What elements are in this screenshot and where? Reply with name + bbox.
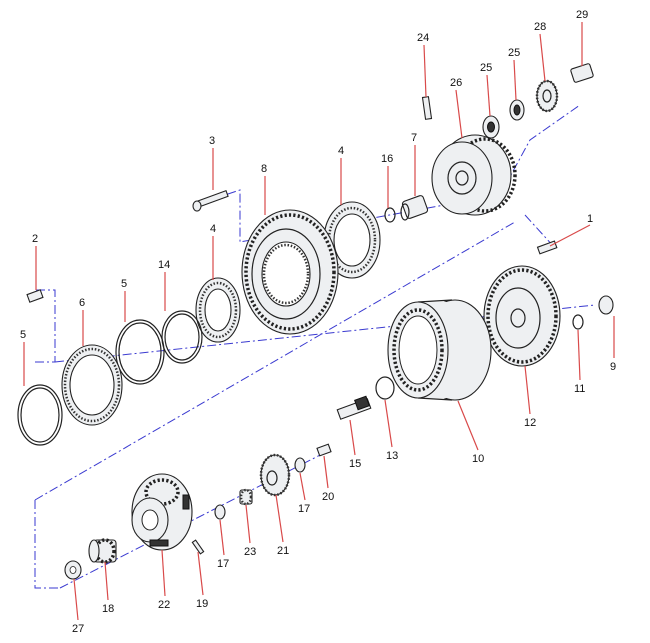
callout-10: 10 bbox=[472, 453, 484, 465]
callout-5-left: 5 bbox=[20, 329, 26, 341]
part-2-screw bbox=[26, 289, 44, 303]
callout-29: 29 bbox=[576, 9, 588, 21]
callout-12: 12 bbox=[524, 417, 536, 429]
part-22-planet-carrier bbox=[131, 473, 193, 551]
leader-lines bbox=[23, 22, 615, 621]
callout-labels: 1 2 3 4 4 5 5 6 7 8 9 10 11 12 13 14 15 … bbox=[20, 9, 616, 635]
part-4-bearing-lower bbox=[195, 277, 241, 343]
callout-24: 24 bbox=[417, 32, 429, 44]
callout-22: 22 bbox=[158, 599, 170, 611]
callout-18: 18 bbox=[102, 603, 114, 615]
part-27-thrust-washer bbox=[64, 560, 82, 580]
part-1-shoulder-bolt bbox=[536, 240, 558, 255]
part-18-sun-gear bbox=[88, 538, 117, 564]
callout-17-left: 17 bbox=[217, 558, 229, 570]
part-5-seal-ring-middle bbox=[115, 319, 165, 385]
part-17-washer-left bbox=[214, 504, 226, 520]
part-25-bearing-b bbox=[482, 115, 500, 139]
part-9-cap bbox=[598, 295, 614, 315]
part-17-washer-right bbox=[294, 457, 306, 473]
callout-6: 6 bbox=[79, 297, 85, 309]
part-16-snap-ring bbox=[384, 207, 396, 223]
part-19-pin bbox=[191, 539, 205, 555]
callout-25-right: 25 bbox=[508, 47, 520, 59]
part-7-bushing bbox=[400, 195, 429, 221]
callout-25-left: 25 bbox=[480, 62, 492, 74]
part-13-o-ring bbox=[375, 376, 395, 400]
part-3-bolt bbox=[192, 190, 229, 212]
part-25-bearing-a bbox=[509, 99, 525, 121]
callout-28: 28 bbox=[534, 21, 546, 33]
part-14-o-ring bbox=[161, 310, 203, 364]
callout-11: 11 bbox=[574, 383, 585, 395]
callout-16: 16 bbox=[381, 153, 393, 165]
callout-14: 14 bbox=[158, 259, 170, 271]
part-10-ring-gear-housing bbox=[387, 299, 492, 401]
callout-17-right: 17 bbox=[298, 503, 310, 515]
part-4-bearing-upper bbox=[323, 201, 381, 279]
part-5-seal-ring-left bbox=[17, 384, 63, 446]
callout-13: 13 bbox=[386, 450, 398, 462]
callout-5-middle: 5 bbox=[121, 278, 127, 290]
part-6-flange bbox=[61, 344, 123, 426]
callout-4-lower: 4 bbox=[210, 223, 216, 235]
part-15-shaft bbox=[336, 395, 372, 420]
callout-27: 27 bbox=[72, 623, 84, 635]
part-28-gear bbox=[535, 79, 559, 113]
callout-21: 21 bbox=[277, 545, 289, 557]
part-21-planet-gear bbox=[259, 453, 291, 497]
callout-2: 2 bbox=[32, 233, 38, 245]
callout-8: 8 bbox=[261, 163, 267, 175]
part-29-sleeve bbox=[570, 63, 594, 83]
part-11-ring bbox=[572, 314, 584, 330]
callout-7: 7 bbox=[411, 132, 417, 144]
part-8-ring-gear bbox=[241, 209, 339, 335]
callout-20: 20 bbox=[322, 491, 334, 503]
callout-19: 19 bbox=[196, 598, 208, 610]
callout-15: 15 bbox=[349, 458, 361, 470]
part-23-needle-bearing bbox=[239, 488, 253, 506]
part-20-pin bbox=[316, 443, 332, 457]
callout-23: 23 bbox=[244, 546, 256, 558]
part-26-carrier bbox=[431, 134, 517, 216]
callout-26: 26 bbox=[450, 77, 462, 89]
part-24-pin bbox=[421, 96, 433, 120]
callout-1: 1 bbox=[587, 213, 593, 225]
callout-4-upper: 4 bbox=[338, 145, 344, 157]
part-12-gear-disc bbox=[483, 265, 561, 367]
callout-9: 9 bbox=[610, 361, 616, 373]
callout-3: 3 bbox=[209, 135, 215, 147]
